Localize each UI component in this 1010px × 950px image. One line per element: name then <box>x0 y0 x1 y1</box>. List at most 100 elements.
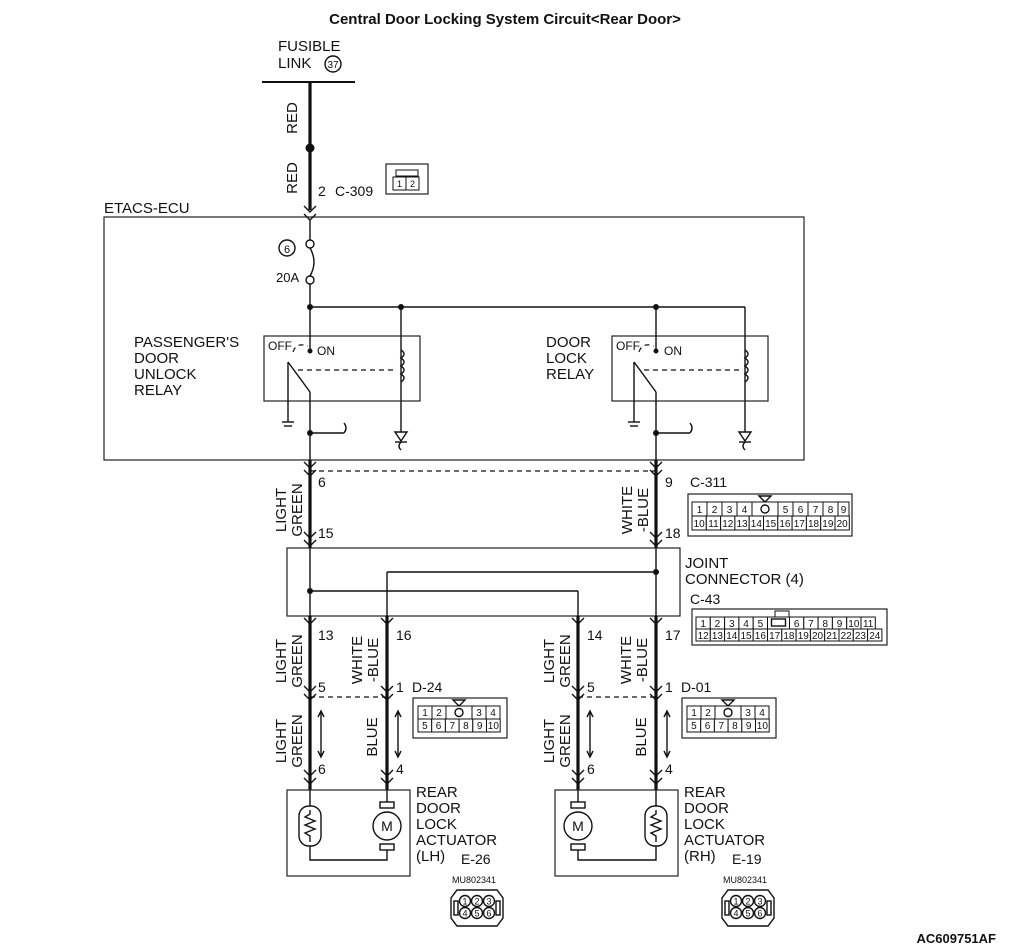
svg-text:-BLUE: -BLUE <box>635 488 652 532</box>
connector-chevron <box>303 461 663 547</box>
d24-cell: 8 <box>463 721 469 732</box>
c43-cell: 11 <box>863 619 874 630</box>
actuator-rh-internal <box>577 846 657 861</box>
red-wire-label-top: RED <box>284 102 301 134</box>
svg-text:GREEN: GREEN <box>557 714 574 767</box>
c309-name: C-309 <box>335 183 373 199</box>
pin-4-lh: 4 <box>396 761 404 777</box>
motor-icon: M <box>563 801 593 851</box>
svg-text:WHITE: WHITE <box>618 636 635 684</box>
switch-resistor-icon <box>298 805 322 847</box>
relay-right-coil <box>743 349 749 383</box>
c311-cell: 18 <box>808 519 820 530</box>
actuator-rh-label: ACTUATOR <box>684 832 765 849</box>
c311-cell: 9 <box>841 505 847 516</box>
actuator-rh-label: LOCK <box>684 816 725 833</box>
c43-cell: 6 <box>794 619 800 630</box>
d24-pin-5: 5 <box>318 679 326 695</box>
c43-cell: 3 <box>729 619 735 630</box>
splice-dot <box>305 143 315 153</box>
svg-text:LIGHT: LIGHT <box>273 639 290 683</box>
relay-left-label: UNLOCK <box>134 366 197 383</box>
c311-cell: 15 <box>765 519 777 530</box>
relay-left-switch-arm <box>287 361 311 393</box>
current-arrow-icon <box>394 709 402 759</box>
relay-left-coil <box>399 349 405 383</box>
d01-cell: 9 <box>746 721 752 732</box>
relay-right-label: RELAY <box>546 366 594 383</box>
wire-label-blue: BLUE <box>364 717 381 756</box>
relay-right-tap-end <box>689 422 693 434</box>
c309-cell: 2 <box>410 179 415 189</box>
e26-pin: 5 <box>474 909 479 919</box>
e19-pin: 2 <box>745 897 750 907</box>
pin-6-rh: 6 <box>587 761 595 777</box>
c43-cell: 14 <box>726 631 738 642</box>
joint-connector-label-2: CONNECTOR (4) <box>685 571 804 588</box>
c311-cell: 14 <box>751 519 763 530</box>
connector-chevron <box>303 617 663 785</box>
c43-cell: 16 <box>755 631 767 642</box>
pin-14: 14 <box>587 627 603 643</box>
current-arrow-icon <box>586 709 594 759</box>
wire-label-blue: BLUE <box>633 717 650 756</box>
relay-left-off: OFF <box>268 339 292 353</box>
pin-13: 13 <box>318 627 334 643</box>
c309-connector-icon: 1 2 <box>385 163 429 195</box>
svg-text:RED: RED <box>284 102 301 134</box>
diode-icon <box>737 420 753 451</box>
relay-left-label: DOOR <box>134 350 179 367</box>
e19-name: E-19 <box>732 851 762 867</box>
etacs-ecu-box <box>103 216 805 461</box>
c311-cell: 10 <box>694 519 706 530</box>
e19-part: MU802341 <box>723 875 767 885</box>
fuse-terminal <box>305 275 315 285</box>
d01-cell: 3 <box>745 708 751 719</box>
d24-cell: 5 <box>422 721 428 732</box>
wire-label-light-green: LIGHT GREEN <box>273 634 306 687</box>
e26-pin: 6 <box>486 909 491 919</box>
d24-name: D-24 <box>412 679 443 695</box>
d01-cell: 10 <box>757 721 769 732</box>
d01-cell: 6 <box>705 721 711 732</box>
diagram-title: Central Door Locking System Circuit<Rear… <box>329 11 681 28</box>
d01-cell: 4 <box>759 708 765 719</box>
c309-cell: 1 <box>397 179 402 189</box>
svg-text:BLUE: BLUE <box>364 717 381 756</box>
wire-label-light-green: LIGHT GREEN <box>273 483 306 536</box>
svg-text:M: M <box>572 818 584 834</box>
relay-right-off: OFF <box>616 339 640 353</box>
e26-pin: 3 <box>486 897 491 907</box>
e26-pin: 2 <box>474 897 479 907</box>
c43-cell: 15 <box>740 631 752 642</box>
fuse-number-circle <box>278 239 296 257</box>
relay-left-box <box>263 335 421 402</box>
d01-cell: 7 <box>718 721 724 732</box>
current-arrow-icon <box>317 709 325 759</box>
d24-cell: 10 <box>488 721 500 732</box>
wire-label-white-blue: WHITE -BLUE <box>619 486 652 534</box>
relay-right-on-contact <box>653 348 659 354</box>
c311-cell: 6 <box>798 505 804 516</box>
e26-name: E-26 <box>461 851 491 867</box>
relay-left-on-contact <box>307 348 313 354</box>
joint-connector-label-1: JOINT <box>685 555 728 572</box>
c311-cell: 4 <box>742 505 748 516</box>
wire-label-white-blue: WHITE -BLUE <box>349 636 382 684</box>
c309-pin-2: 2 <box>318 183 326 199</box>
pin-15: 15 <box>318 525 334 541</box>
d24-cell: 6 <box>436 721 442 732</box>
c43-cell: 17 <box>769 631 781 642</box>
c43-cell: 18 <box>783 631 795 642</box>
c311-cell: 11 <box>708 519 719 530</box>
e19-pin: 1 <box>733 897 738 907</box>
c43-cell: 1 <box>700 619 706 630</box>
c43-cell: 12 <box>698 631 710 642</box>
wire-label-light-green: LIGHT GREEN <box>273 714 306 767</box>
svg-text:LIGHT: LIGHT <box>541 639 558 683</box>
relay-left-arc <box>292 344 309 353</box>
c311-cell: 16 <box>779 519 791 530</box>
wire-label-light-green: LIGHT GREEN <box>541 714 574 767</box>
